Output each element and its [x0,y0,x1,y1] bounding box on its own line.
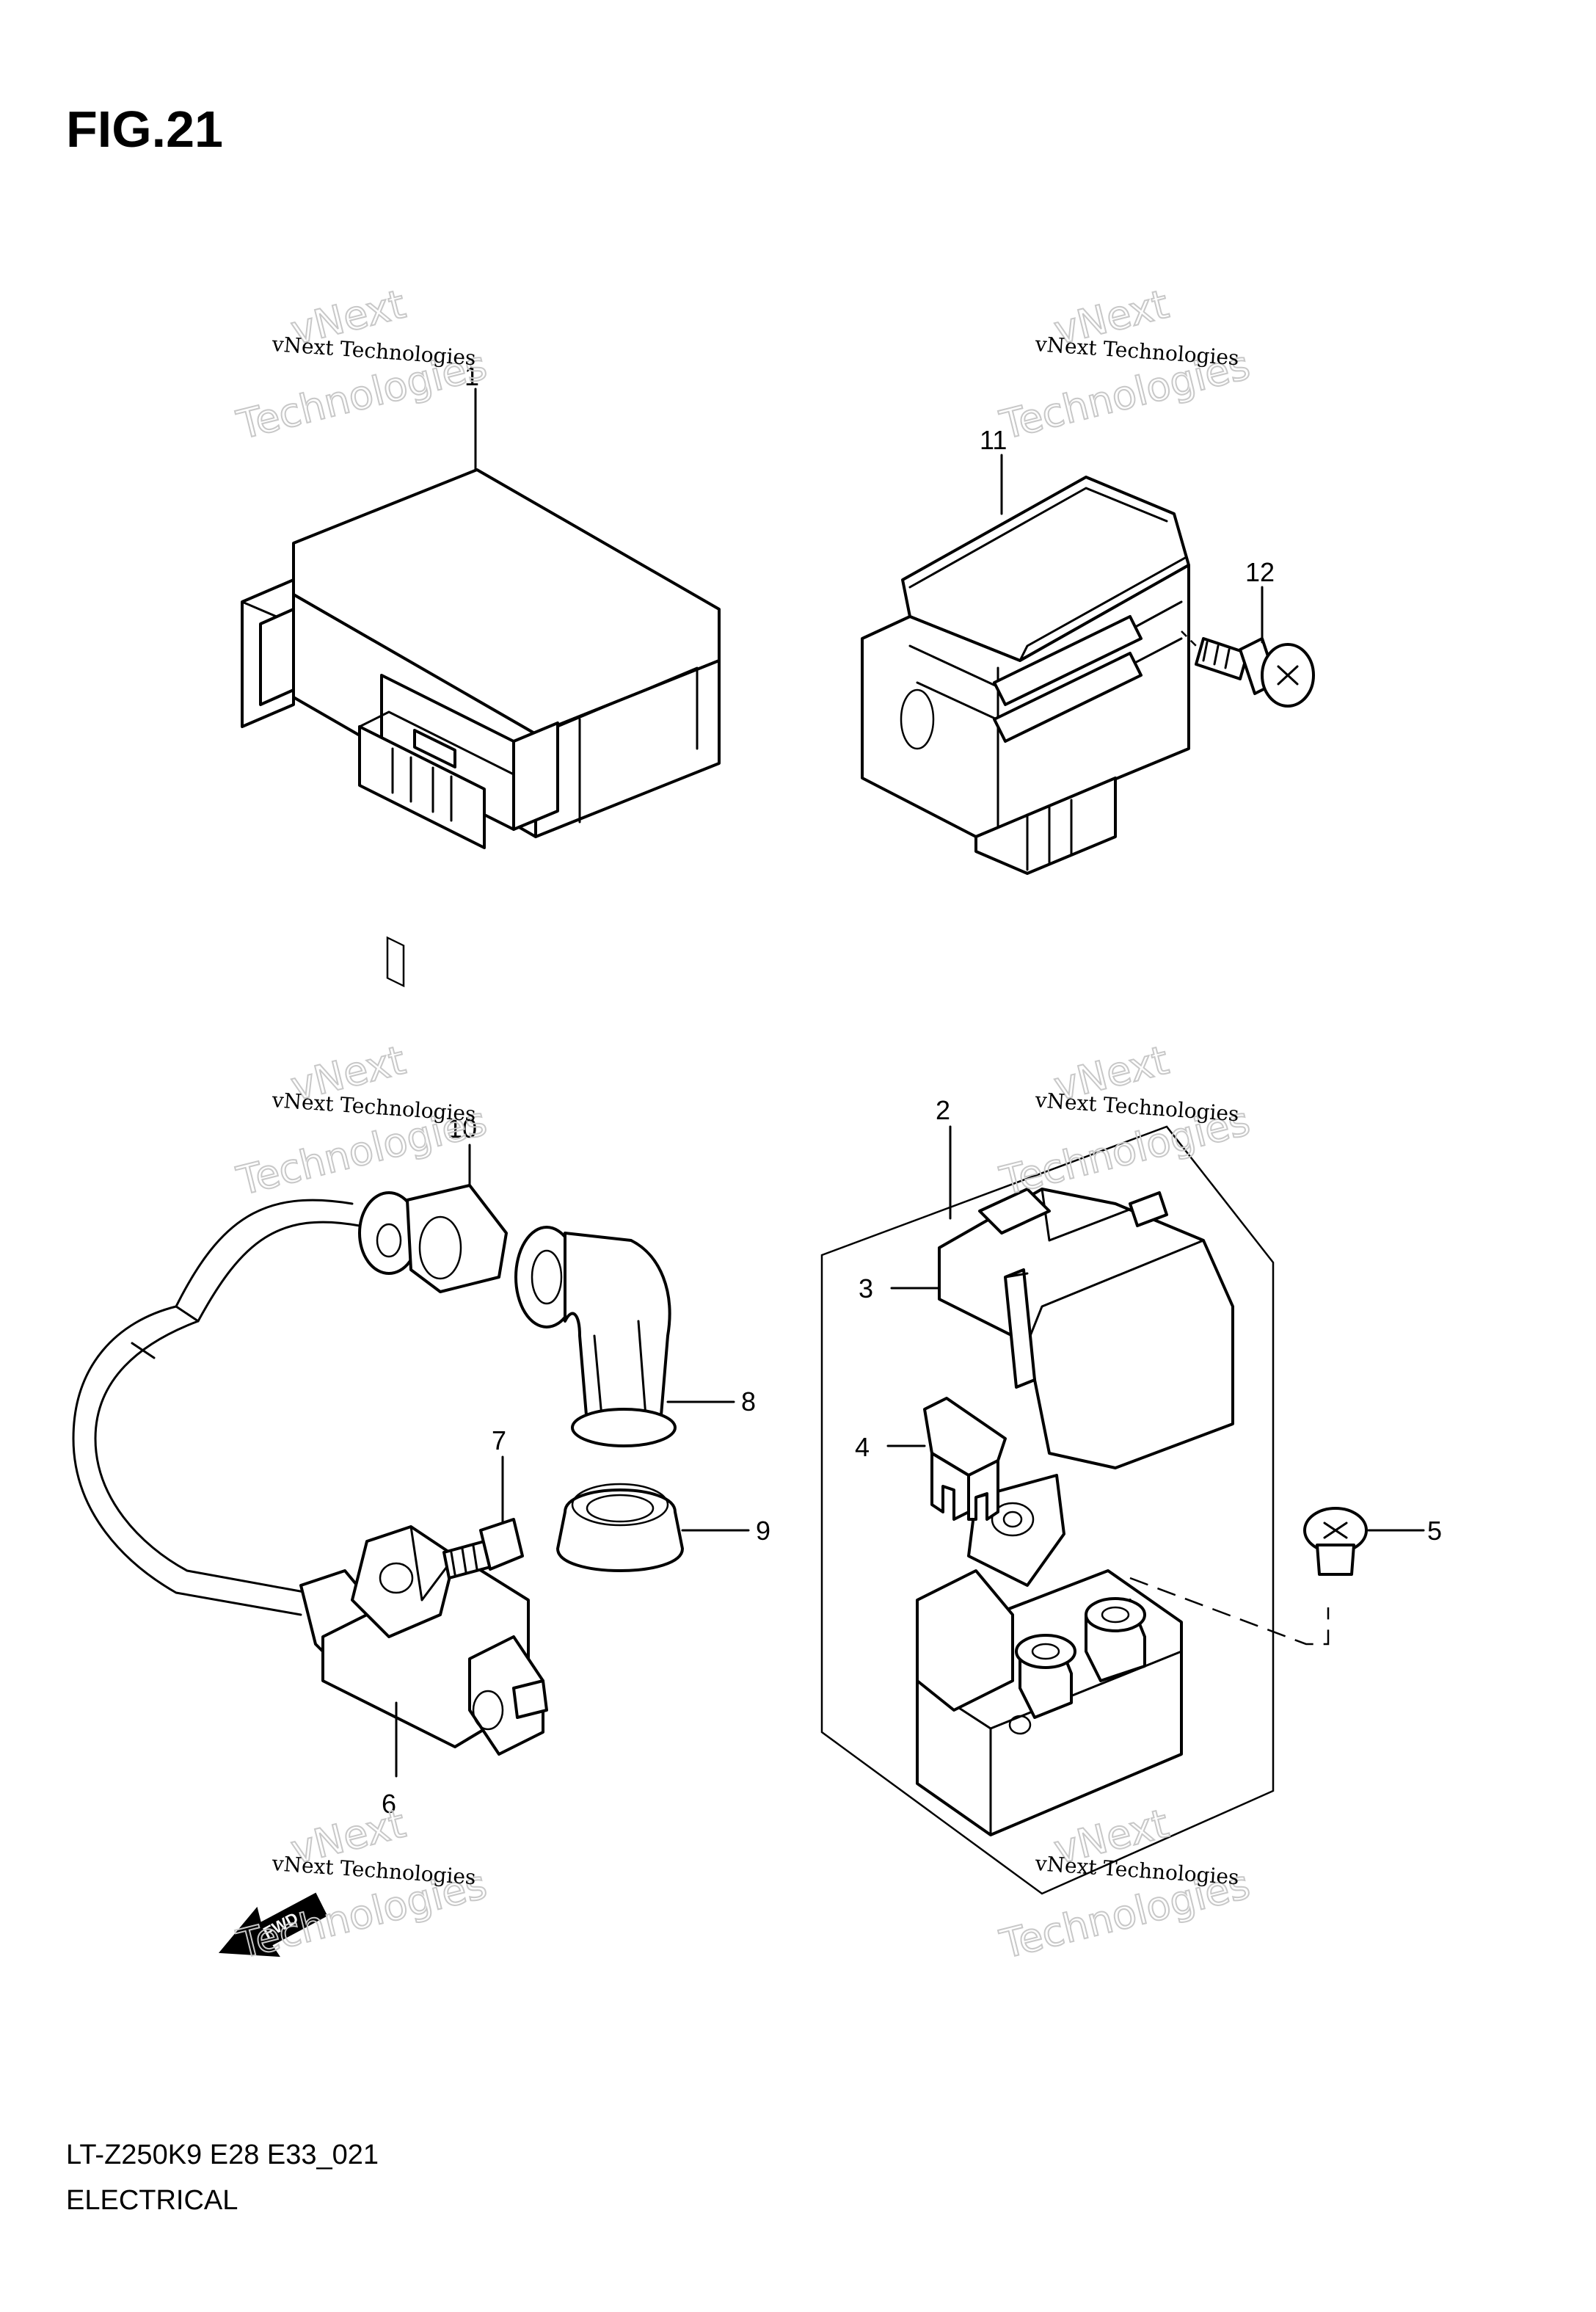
lead-grommet [358,1144,508,1293]
callout-2: 2 [936,1095,950,1125]
callout-5: 5 [1427,1516,1442,1546]
svg-text:vNext Technologies: vNext Technologies [271,1851,477,1889]
cap-seal [556,1483,750,1572]
starter-relay-assembly [820,1125,1275,1895]
callout-8: 8 [741,1386,756,1417]
regulator-bolt [1181,586,1315,708]
callout-11: 11 [980,425,1007,455]
relay-screw [1129,1507,1425,1646]
cdi-unit [241,388,721,988]
figure-title: FIG.21 [66,101,223,158]
svg-text:vNext Technologies: vNext Technologies [271,1088,477,1126]
watermark-bottom-right: vNext Technologies vNext Technologies [995,1800,1256,1969]
callout-9: 9 [756,1516,770,1546]
callout-12: 12 [1245,557,1275,587]
callout-1: 1 [464,361,479,391]
watermark-bottom-left: vNext Technologies vNext Technologies [232,1800,492,1969]
spark-plug-cap [514,1226,735,1447]
watermark-top-right: vNext Technologies vNext Technologies [995,280,1256,449]
footer-model-code: LT-Z250K9 E28 E33_021 [66,2140,379,2170]
watermark-top-left: vNext Technologies vNext Technologies [232,280,492,449]
callout-10: 10 [448,1113,477,1144]
relay-cover [890,1188,1234,1469]
callout-7: 7 [492,1425,506,1455]
coil-bolt [442,1455,524,1579]
footer-section-name: ELECTRICAL [66,2185,238,2216]
fuse [886,1397,1007,1521]
svg-text:vNext Technologies: vNext Technologies [1034,1088,1240,1126]
svg-text:vNext Technologies: vNext Technologies [271,332,477,370]
callout-4: 4 [855,1432,870,1462]
callout-6: 6 [382,1789,396,1819]
ignition-coil [72,1199,548,1778]
regulator-rectifier [861,454,1190,875]
watermark-middle-left: vNext Technologies vNext Technologies [232,1036,492,1205]
watermark-middle-right: vNext Technologies vNext Technologies [995,1036,1256,1205]
callout-3: 3 [859,1273,873,1304]
svg-text:vNext Technologies: vNext Technologies [1034,332,1240,370]
